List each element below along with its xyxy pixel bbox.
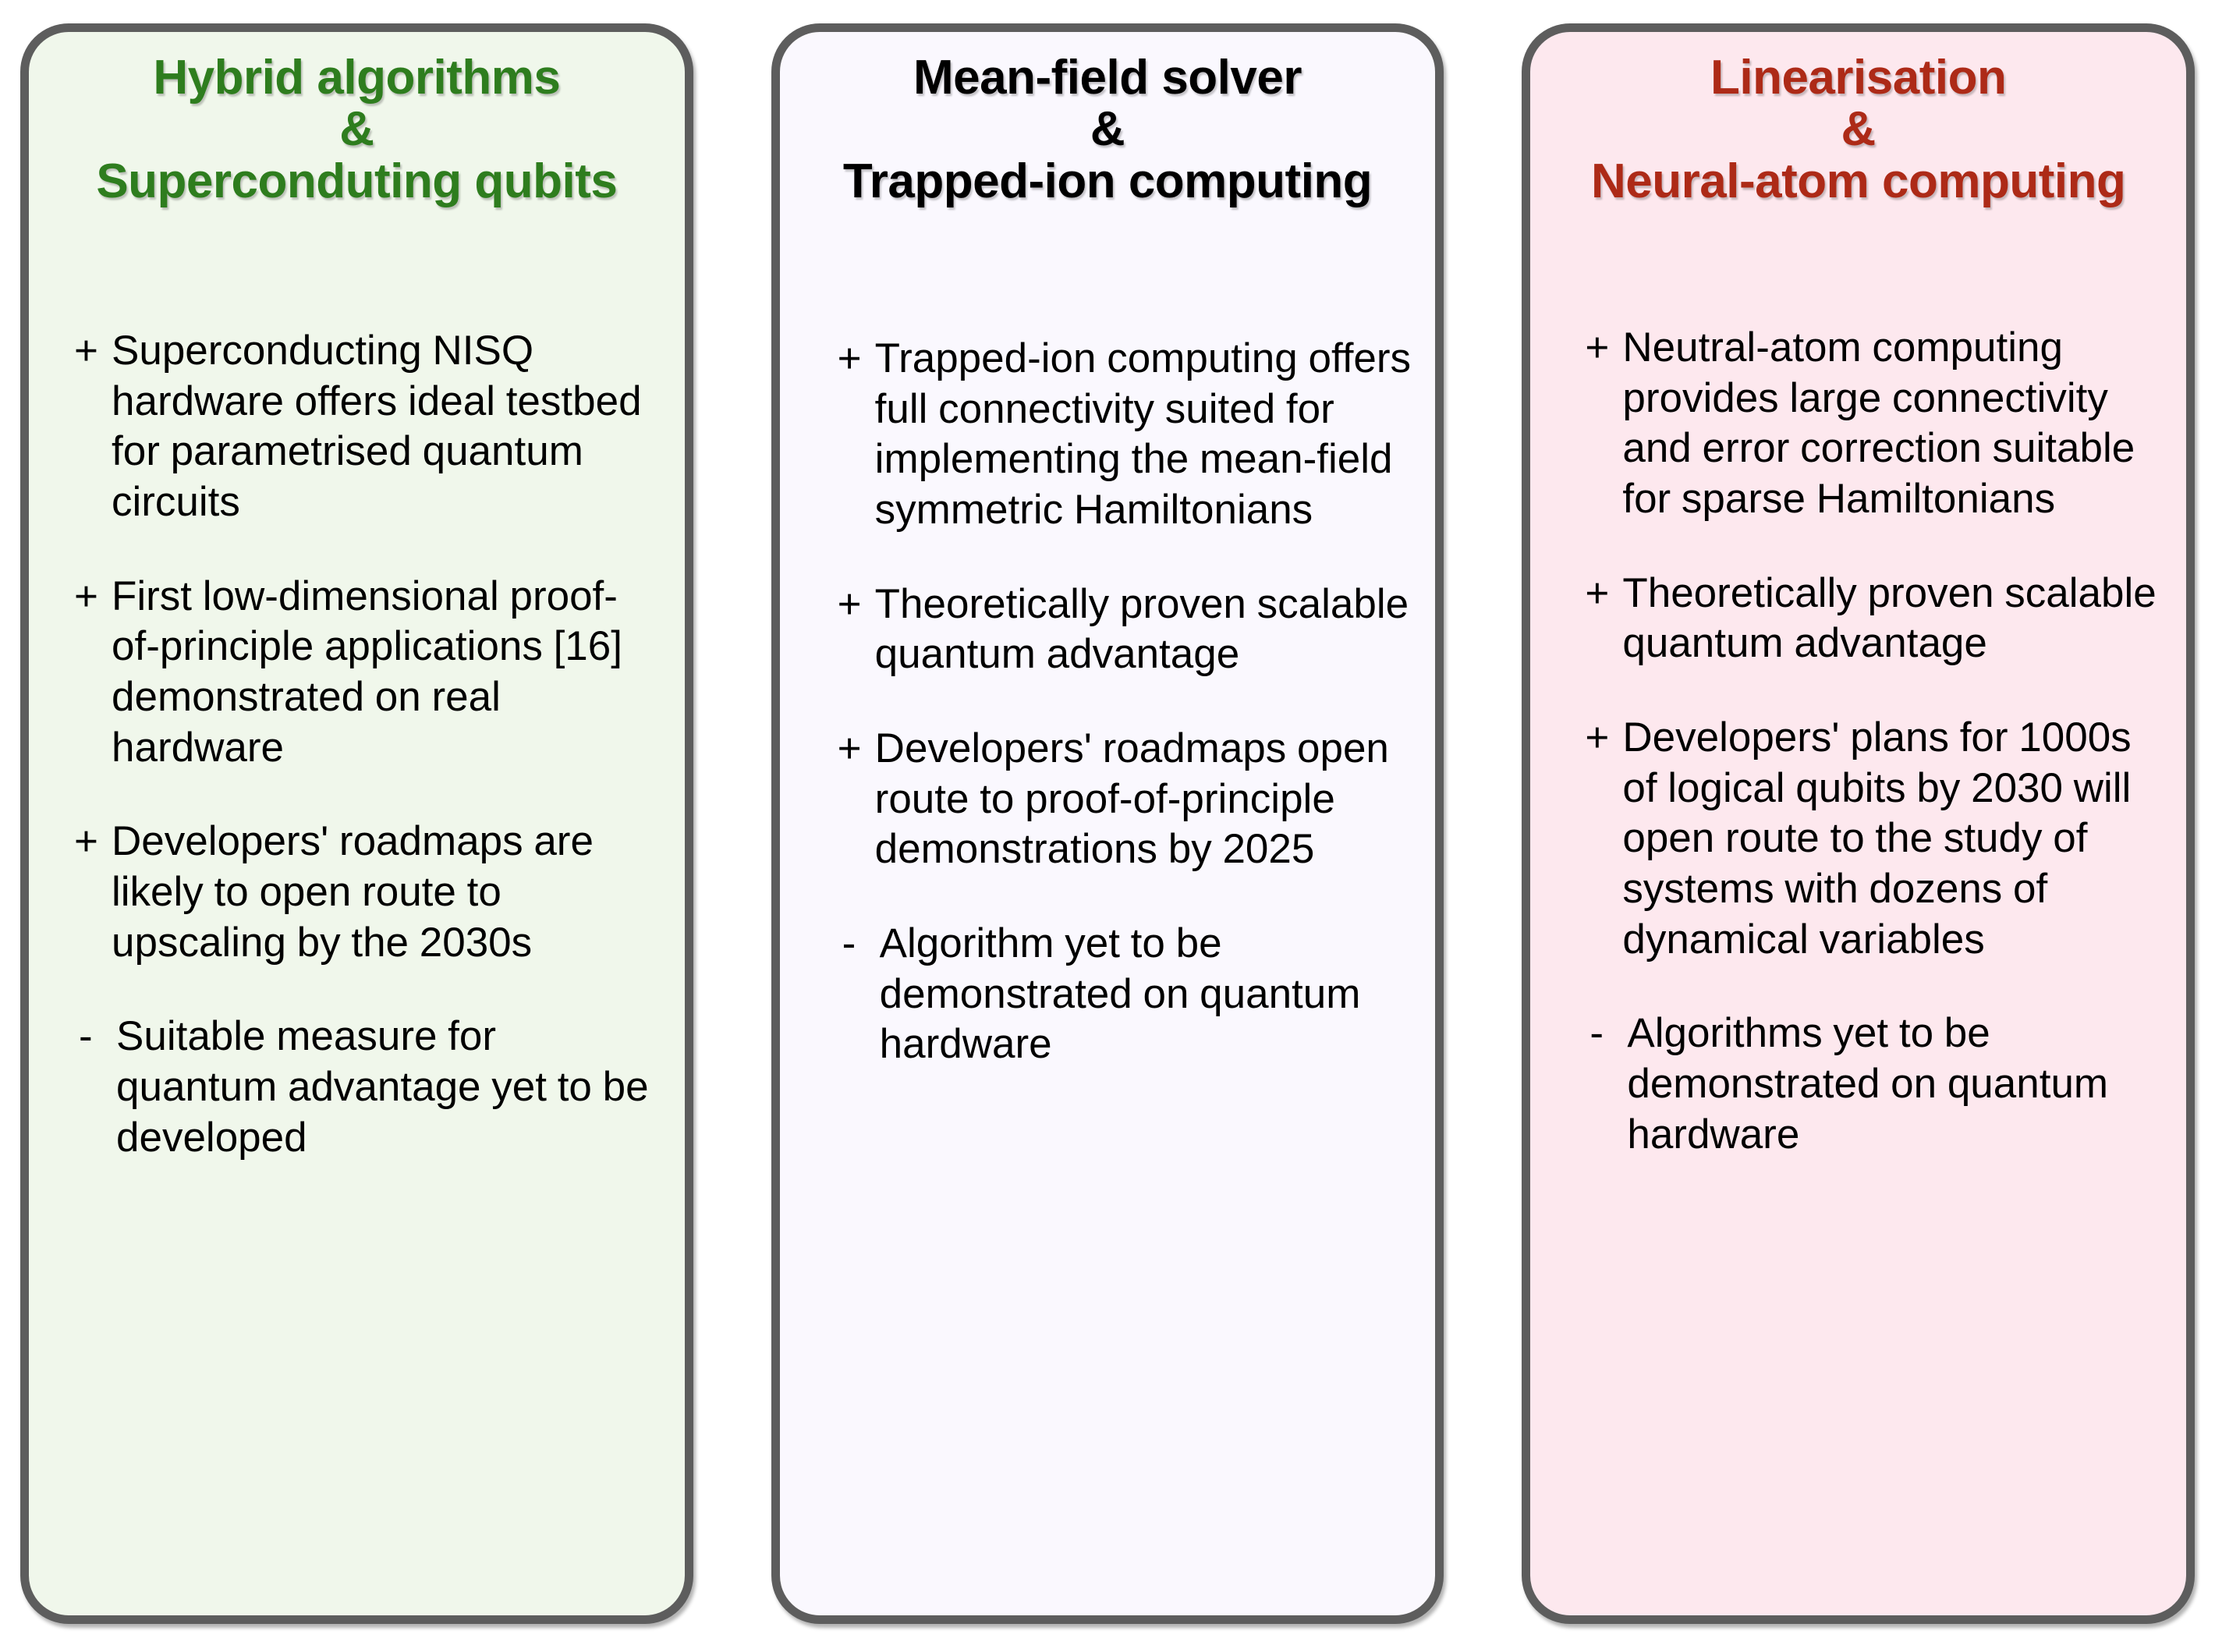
list-item-text: Theoretically proven scalable quantum ad… [1622,569,2157,667]
list-item: + Superconducting NISQ hardware offers i… [74,326,664,528]
list-item-text: Superconducting NISQ hardware offers ide… [112,327,642,525]
bullet-list-hybrid-superconducting: + Superconducting NISQ hardware offers i… [29,207,685,1615]
bullet-list-linearisation-neutralatom: + Neutral-atom computing provides large … [1530,207,2186,1615]
list-item: + First low-dimensional proof-of-princip… [74,572,664,774]
list-item-text: Neutral-atom computing provides large co… [1622,324,2135,522]
list-item: + Theoretically proven scalable quantum … [838,580,1420,680]
list-item-text: Developers' roadmaps are likely to open … [112,818,594,966]
list-item-text: Algorithms yet to be demonstrated on qua… [1627,1010,2109,1157]
plus-icon: + [1585,569,1610,616]
plus-icon: + [837,580,862,627]
list-item: - Suitable measure for quantum advantage… [74,1012,664,1163]
list-item: + Developers' roadmaps are likely to ope… [74,817,664,968]
list-item: + Developers' plans for 1000s of logical… [1585,713,2169,965]
panel-meanfield-trappedion: Mean-field solver & Trapped-ion computin… [771,23,1444,1624]
panel-title-linearisation-neutralatom: Linearisation & Neural-atom computing [1591,51,2126,208]
list-item-text: Algorithm yet to be demonstrated on quan… [879,920,1361,1068]
list-item-text: Suitable measure for quantum advantage y… [116,1013,649,1161]
plus-icon: + [74,327,98,374]
plus-icon: + [74,818,98,865]
panel-hybrid-superconducting: Hybrid algorithms & Superconduting qubit… [20,23,693,1624]
list-item: - Algorithms yet to be demonstrated on q… [1585,1009,2169,1160]
list-item: - Algorithm yet to be demonstrated on qu… [838,919,1420,1070]
list-item: + Neutral-atom computing provides large … [1585,323,2169,525]
panel-title-meanfield-trappedion: Mean-field solver & Trapped-ion computin… [842,51,1373,208]
list-item: + Developers' roadmaps open route to pro… [838,724,1420,875]
plus-icon: + [837,335,862,381]
list-item-text: Developers' plans for 1000s of logical q… [1622,714,2132,962]
plus-icon: + [1585,714,1610,760]
plus-icon: + [1585,324,1610,370]
list-item-text: Developers' roadmaps open route to proof… [874,725,1389,873]
list-item-text: First low-dimensional proof-of-principle… [112,573,622,771]
list-item-text: Theoretically proven scalable quantum ad… [874,580,1409,678]
minus-icon: - [842,920,856,966]
plus-icon: + [74,573,98,619]
list-item-text: Trapped-ion computing offers full connec… [874,335,1412,533]
list-item: + Trapped-ion computing offers full conn… [838,334,1420,536]
minus-icon: - [79,1013,93,1060]
minus-icon: - [1589,1010,1604,1057]
panel-linearisation-neutralatom: Linearisation & Neural-atom computing + … [1522,23,2196,1624]
panel-title-hybrid-superconducting: Hybrid algorithms & Superconduting qubit… [96,51,618,208]
list-item: + Theoretically proven scalable quantum … [1585,569,2169,669]
plus-icon: + [837,725,862,771]
bullet-list-meanfield-trappedion: + Trapped-ion computing offers full conn… [780,207,1436,1615]
